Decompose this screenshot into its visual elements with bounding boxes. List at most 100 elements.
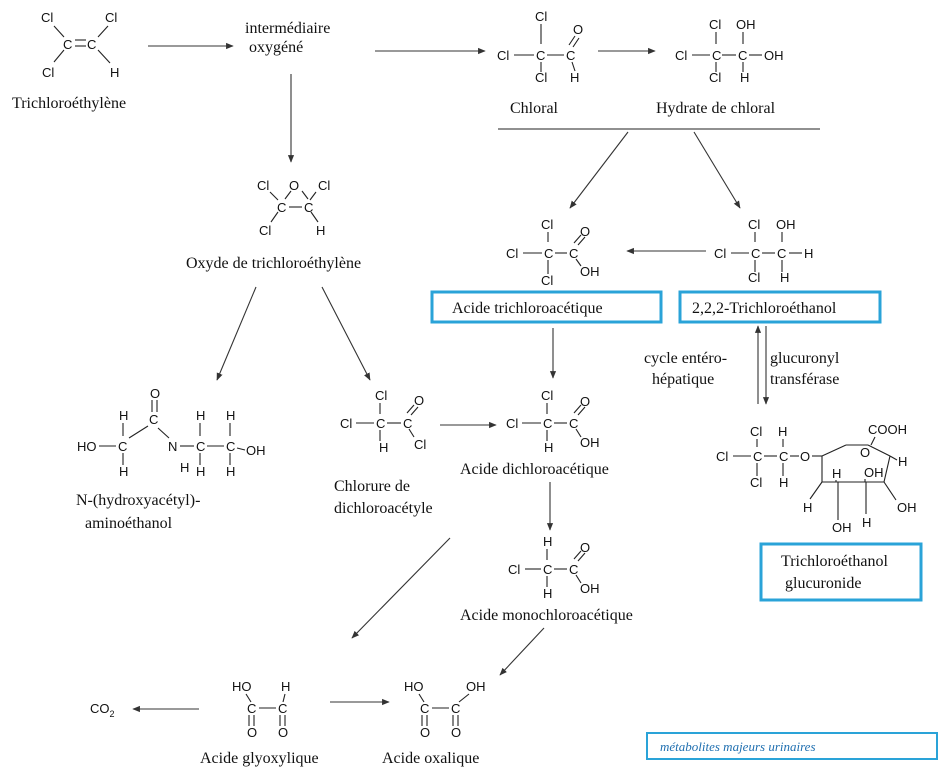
svg-text:H: H xyxy=(316,223,325,238)
svg-text:COOH: COOH xyxy=(868,422,907,437)
svg-text:C: C xyxy=(247,701,256,716)
svg-text:N: N xyxy=(168,439,177,454)
oxalic-acid-structure: HO OH C C O O xyxy=(404,679,486,740)
svg-text:C: C xyxy=(779,449,788,464)
svg-text:OH: OH xyxy=(466,679,486,694)
dca-structure: Cl Cl C C O H OH xyxy=(506,388,600,455)
svg-text:OH: OH xyxy=(897,500,917,515)
svg-text:H: H xyxy=(780,270,789,285)
arrow-hydrate-to-tcoh xyxy=(693,131,741,209)
svg-text:OH: OH xyxy=(764,48,784,63)
svg-text:Cl: Cl xyxy=(318,178,330,193)
svg-text:Cl: Cl xyxy=(716,449,728,464)
svg-text:C: C xyxy=(63,37,72,52)
svg-text:C: C xyxy=(751,246,760,261)
tce-oxide-structure: Cl O Cl C C Cl H xyxy=(257,178,330,238)
legend-label: métabolites majeurs urinaires xyxy=(660,739,816,754)
tcg-structure: Cl H Cl C C O Cl H O COOH H OH OH H xyxy=(716,422,917,535)
svg-text:O: O xyxy=(451,725,461,740)
svg-text:C: C xyxy=(451,701,460,716)
glucuronyl-label-line2: transférase xyxy=(770,371,839,388)
svg-text:Cl: Cl xyxy=(675,48,687,63)
trichloroethylene-label: Trichloroéthylène xyxy=(12,95,126,112)
svg-text:O: O xyxy=(860,445,870,460)
svg-text:OH: OH xyxy=(580,264,600,279)
svg-text:C: C xyxy=(569,416,578,431)
svg-text:H: H xyxy=(119,408,128,423)
glyoxylic-acid-structure: HO H C C O O xyxy=(232,679,290,740)
dcac-label-line1: Chlorure de xyxy=(334,478,410,495)
svg-text:C: C xyxy=(543,562,552,577)
svg-text:Cl: Cl xyxy=(535,70,547,85)
svg-text:Cl: Cl xyxy=(340,416,352,431)
svg-text:C: C xyxy=(753,449,762,464)
arrow-oxide-to-nhae xyxy=(216,286,257,381)
svg-text:C: C xyxy=(87,37,96,52)
svg-text:H: H xyxy=(778,424,787,439)
svg-text:C: C xyxy=(536,48,545,63)
svg-text:H: H xyxy=(740,70,749,85)
svg-text:C: C xyxy=(196,439,205,454)
svg-text:Cl: Cl xyxy=(714,246,726,261)
svg-text:C: C xyxy=(420,701,429,716)
svg-text:H: H xyxy=(543,534,552,549)
svg-text:O: O xyxy=(580,540,590,555)
svg-text:O: O xyxy=(289,178,299,193)
svg-text:H: H xyxy=(898,454,907,469)
svg-text:O: O xyxy=(278,725,288,740)
svg-text:Cl: Cl xyxy=(508,562,520,577)
svg-text:C: C xyxy=(226,439,235,454)
dcac-label-line2: dichloroacétyle xyxy=(334,500,433,517)
intermediate-label-line1: intermédiaire xyxy=(245,20,330,37)
svg-text:HO: HO xyxy=(404,679,424,694)
svg-text:O: O xyxy=(580,224,590,239)
svg-text:H: H xyxy=(779,475,788,490)
glucuronyl-label-line1: glucuronyl xyxy=(770,350,840,367)
svg-text:Cl: Cl xyxy=(748,217,760,232)
arrow-hydrate-to-tca xyxy=(569,131,629,209)
svg-text:O: O xyxy=(247,725,257,740)
svg-text:OH: OH xyxy=(246,443,266,458)
svg-text:Cl: Cl xyxy=(709,17,721,32)
svg-text:O: O xyxy=(150,386,160,401)
svg-text:Cl: Cl xyxy=(709,70,721,85)
tcg-label-line1: Trichloroéthanol xyxy=(781,553,889,570)
svg-text:CO2: CO2 xyxy=(90,701,115,719)
chloral-structure: Cl Cl C C Cl H O xyxy=(497,9,583,85)
svg-text:C: C xyxy=(277,200,286,215)
nhae-structure: O H HO C C N H H C C OH H H H H xyxy=(77,386,266,479)
svg-text:Cl: Cl xyxy=(541,388,553,403)
svg-text:H: H xyxy=(544,440,553,455)
intermediate-label-line2: oxygéné xyxy=(249,39,303,56)
svg-text:C: C xyxy=(403,416,412,431)
reaction-arrows xyxy=(132,42,770,713)
chloral-hydrate-structure: Cl OH Cl C C OH Cl H xyxy=(675,17,784,85)
svg-text:Cl: Cl xyxy=(375,388,387,403)
tcoh-highlight-box xyxy=(678,290,882,324)
svg-text:C: C xyxy=(777,246,786,261)
svg-text:Cl: Cl xyxy=(541,273,553,288)
svg-text:H: H xyxy=(862,515,871,530)
svg-text:H: H xyxy=(543,586,552,601)
svg-text:OH: OH xyxy=(864,465,884,480)
tca-structure: Cl Cl C C O Cl OH xyxy=(506,217,600,288)
svg-text:O: O xyxy=(580,394,590,409)
svg-text:C: C xyxy=(569,562,578,577)
svg-text:Cl: Cl xyxy=(42,65,54,80)
tcg-highlight-box xyxy=(759,542,923,602)
svg-text:O: O xyxy=(414,393,424,408)
svg-text:H: H xyxy=(196,464,205,479)
svg-text:C: C xyxy=(304,200,313,215)
tca-highlight-box xyxy=(430,290,663,324)
legend-box xyxy=(646,732,938,760)
svg-text:H: H xyxy=(281,679,290,694)
nhae-label-line1: N-(hydroxyacétyl)- xyxy=(76,492,200,509)
svg-text:C: C xyxy=(712,48,721,63)
svg-text:Cl: Cl xyxy=(748,270,760,285)
co2-structure: CO2 xyxy=(90,701,115,719)
svg-text:H: H xyxy=(226,408,235,423)
svg-text:H: H xyxy=(110,65,119,80)
svg-text:Cl: Cl xyxy=(541,217,553,232)
svg-text:O: O xyxy=(800,449,810,464)
arrow-dcac-to-glyoxylic xyxy=(351,537,451,639)
